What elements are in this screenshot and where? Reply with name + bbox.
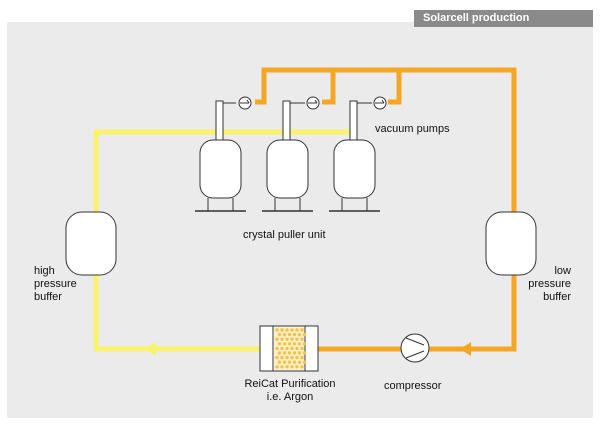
crystal-puller-unit-label: crystal puller unit	[243, 229, 326, 241]
filter-media-dot	[302, 332, 307, 337]
filter-media-dot	[285, 337, 289, 341]
filter-media-dot	[275, 346, 279, 351]
filter-media-dot	[282, 351, 287, 355]
puller-pipe	[215, 100, 224, 144]
filter-media-dot	[297, 332, 302, 337]
filter-media-dot	[280, 328, 284, 332]
filter-media-dot	[285, 328, 289, 332]
filter-media-dot	[292, 360, 297, 364]
crystal-puller	[195, 139, 246, 212]
filter-media-dot	[280, 365, 284, 369]
filter-icon	[259, 325, 319, 372]
filter-media-dot	[292, 332, 297, 337]
filter-media-dot	[277, 351, 282, 355]
filter-media-dot	[300, 355, 304, 360]
filter-media-dot	[282, 342, 287, 346]
filter-media-dot	[275, 355, 279, 360]
vacuum-pump-icon	[238, 96, 252, 110]
filter-media-dot	[275, 365, 279, 369]
puller-pipe	[349, 100, 358, 144]
filter-media-dot	[302, 360, 307, 364]
puller-pipe	[282, 100, 291, 144]
filter-media-dot	[295, 346, 299, 351]
high-pressure-buffer-label: high pressure buffer	[34, 265, 77, 303]
filter-media-dot	[275, 328, 279, 332]
filter-media-dot	[282, 332, 287, 337]
filter-media-dot	[277, 360, 282, 364]
filter-media-dot	[290, 355, 294, 360]
filter-media-dot	[290, 328, 294, 332]
low-pressure-buffer	[485, 211, 537, 276]
filter-media-dot	[277, 332, 282, 337]
page-title: Solarcell production	[414, 10, 593, 27]
filter-media-dot	[275, 337, 279, 341]
flow-arrow-icon	[460, 342, 471, 356]
vacuum-pump-icon	[306, 96, 320, 110]
filter-media-dot	[300, 337, 304, 341]
filter-media-dot	[282, 360, 287, 364]
filter-media-dot	[302, 342, 307, 346]
low-pressure-line	[255, 67, 517, 352]
filter-media-dot	[280, 337, 284, 341]
filter-media-dot	[287, 342, 292, 346]
purification-label: ReiCat Purification i.e. Argon	[244, 378, 336, 403]
filter-media-dot	[290, 346, 294, 351]
filter-media-dot	[295, 328, 299, 332]
filter-media-dot	[295, 365, 299, 369]
filter-media-dot	[285, 355, 289, 360]
vacuum-pump-icon	[373, 96, 387, 110]
filter-media-dot	[297, 351, 302, 355]
high-pressure-buffer	[65, 211, 117, 276]
filter-media-dot	[277, 342, 282, 346]
filter-media-dot	[302, 351, 307, 355]
filter-media-dot	[285, 346, 289, 351]
flow-arrow-icon	[145, 342, 156, 356]
compressor-label: compressor	[384, 380, 442, 392]
filter-media-dot	[280, 346, 284, 351]
filter-media-dot	[290, 337, 294, 341]
filter-media-dot	[292, 342, 297, 346]
filter-media-dot	[287, 332, 292, 337]
filter-media-dot	[287, 351, 292, 355]
filter-media-dot	[292, 351, 297, 355]
filter-media-dot	[297, 360, 302, 364]
crystal-puller	[329, 139, 380, 212]
low-pressure-buffer-label: low pressure buffer	[528, 265, 571, 303]
filter-media-dot	[285, 365, 289, 369]
filter-media-dot	[300, 328, 304, 332]
filter-media-dot	[300, 365, 304, 369]
filter-media-dot	[297, 342, 302, 346]
filter-media-dot	[290, 365, 294, 369]
filter-media-dot	[280, 355, 284, 360]
vacuum-pumps-label: vacuum pumps	[375, 123, 450, 135]
filter-media-dot	[287, 360, 292, 364]
filter-media-dot	[295, 355, 299, 360]
compressor-icon	[400, 333, 430, 363]
crystal-puller	[262, 139, 313, 212]
filter-media-dot	[295, 337, 299, 341]
filter-media-dot	[300, 346, 304, 351]
